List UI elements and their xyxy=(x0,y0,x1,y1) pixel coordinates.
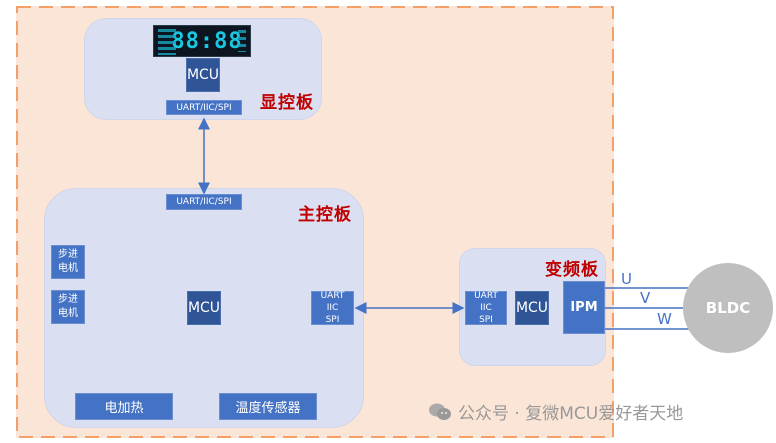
main-interface-iic: IIC xyxy=(326,303,339,313)
ipm-block: IPM xyxy=(563,281,605,334)
stepper-motor-1-line1: 步进 xyxy=(58,249,78,260)
inverter-mcu: MCU xyxy=(515,291,549,325)
stepper-motor-2-line1: 步进 xyxy=(58,294,78,305)
inverter-interface: UART IIC SPI xyxy=(465,291,507,325)
display-mcu: MCU xyxy=(186,58,220,92)
inverter-mcu-label: MCU xyxy=(515,300,549,316)
wechat-icon xyxy=(428,403,452,421)
display-interface-label: UART/IIC/SPI xyxy=(176,102,232,113)
temp-sensor-block: 温度传感器 xyxy=(219,393,317,420)
stepper-motor-2: 步进 电机 xyxy=(51,290,85,324)
lcd-right-icons xyxy=(238,30,246,52)
main-interface-top-label: UART/IIC/SPI xyxy=(176,197,232,207)
inverter-interface-uart: UART xyxy=(474,291,498,301)
heater-label: 电加热 xyxy=(104,401,144,416)
heater-block: 电加热 xyxy=(75,393,173,420)
phase-w-label: W xyxy=(657,310,672,328)
watermark: 公众号 · 复微MCU爱好者天地 xyxy=(428,399,683,424)
main-mcu: MCU xyxy=(187,291,221,325)
phase-u-label: U xyxy=(621,270,632,288)
stepper-motor-2-line2: 电机 xyxy=(58,308,78,319)
inverter-board-title: 变频板 xyxy=(545,260,599,280)
display-mcu-label: MCU xyxy=(186,67,220,83)
main-interface-uart: UART xyxy=(320,291,345,301)
stepper-motor-1: 步进 电机 xyxy=(51,245,85,279)
stepper-motor-1-line2: 电机 xyxy=(58,263,78,274)
main-interface-right: UART IIC SPI xyxy=(311,291,354,325)
main-interface-spi: SPI xyxy=(325,315,340,325)
watermark-text: 公众号 · 复微MCU爱好者天地 xyxy=(458,404,684,424)
inverter-interface-spi: SPI xyxy=(479,315,493,325)
bldc-motor: BLDC xyxy=(683,263,773,353)
main-interface-top: UART/IIC/SPI xyxy=(166,194,242,210)
temp-sensor-label: 温度传感器 xyxy=(235,401,301,416)
display-interface: UART/IIC/SPI xyxy=(166,100,242,115)
outer-dashed-border xyxy=(16,6,614,438)
main-board-title: 主控板 xyxy=(298,205,352,225)
bldc-label: BLDC xyxy=(705,299,751,317)
lcd-digits: 88:88 xyxy=(171,28,243,54)
ipm-label: IPM xyxy=(570,300,598,315)
lcd-display: 88:88 xyxy=(153,25,251,57)
main-mcu-label: MCU xyxy=(187,300,221,316)
display-board-title: 显控板 xyxy=(260,93,314,113)
inverter-interface-iic: IIC xyxy=(480,303,492,313)
lcd-left-icons xyxy=(158,29,176,55)
phase-v-label: V xyxy=(640,289,651,307)
